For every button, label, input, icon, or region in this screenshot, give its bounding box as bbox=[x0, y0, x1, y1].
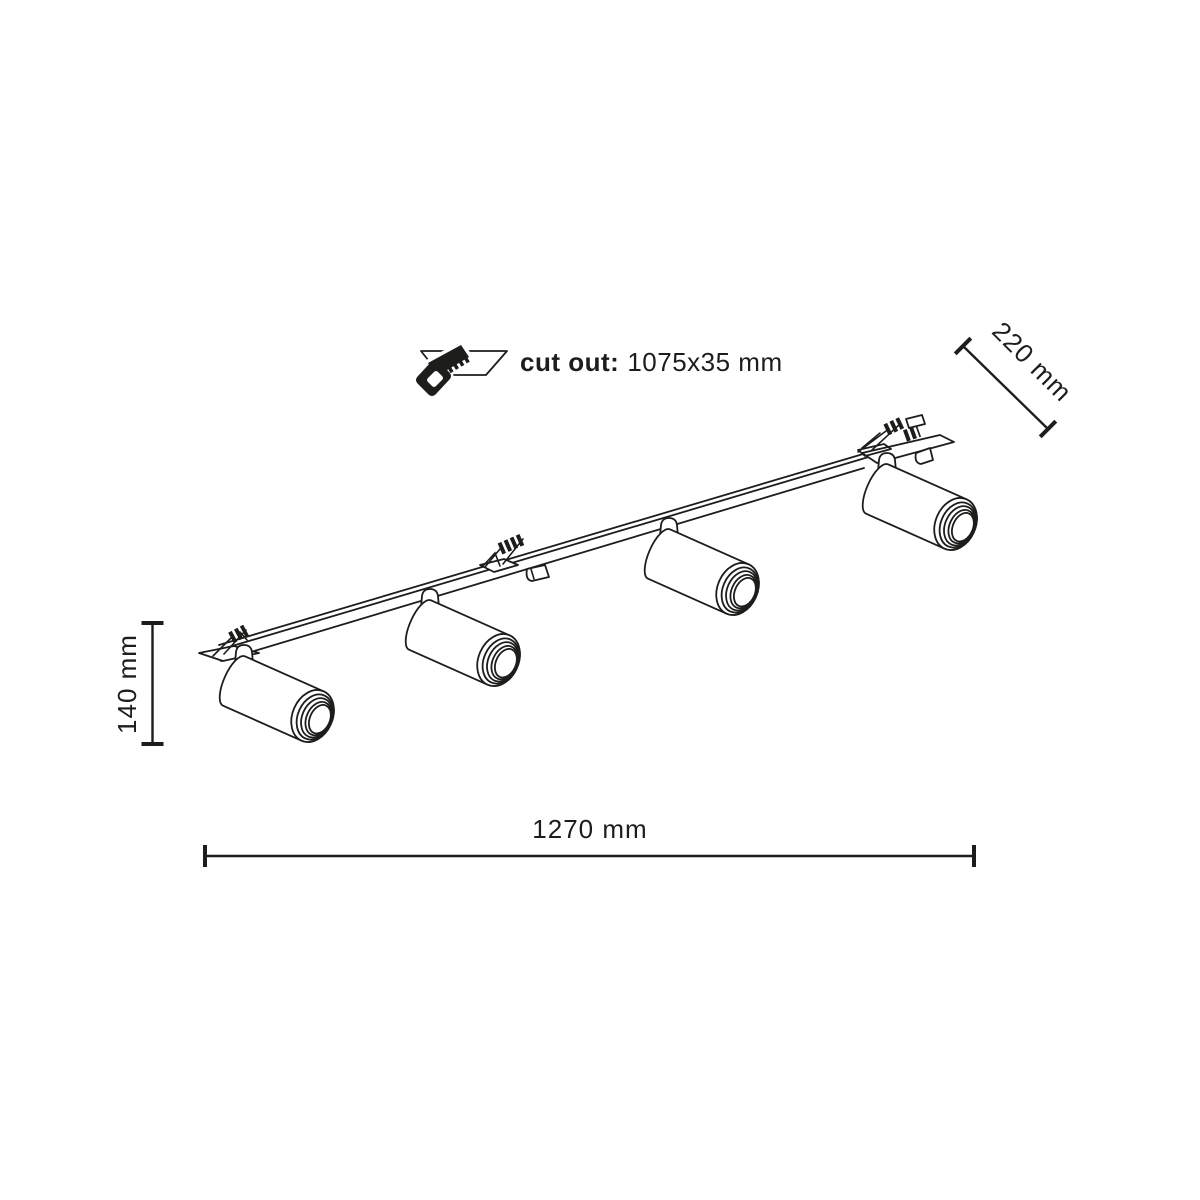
spring-clip-left bbox=[212, 624, 249, 657]
spotlight-1 bbox=[212, 644, 343, 750]
track-tab-fold bbox=[530, 568, 535, 580]
connector-housing bbox=[905, 414, 926, 429]
spring-coil bbox=[228, 624, 249, 644]
dimension-cap bbox=[1038, 419, 1058, 439]
cutout-label: cut out: 1075x35 mm bbox=[520, 347, 783, 377]
dimension-cap bbox=[953, 336, 973, 356]
spotlight-4 bbox=[855, 452, 986, 558]
dimension-line bbox=[962, 345, 1049, 430]
connector-block bbox=[902, 425, 922, 442]
track-top-near-edge bbox=[211, 455, 873, 653]
spring-coil bbox=[497, 533, 526, 555]
track-tab-middle bbox=[525, 564, 550, 582]
dimension-label-height: 140 mm bbox=[112, 634, 142, 734]
track-top-far-edge bbox=[218, 448, 881, 646]
saw-icon bbox=[413, 341, 508, 399]
dimension-depth: 220 mm bbox=[953, 316, 1078, 439]
dimension-label-length: 1270 mm bbox=[532, 814, 647, 844]
spring-coil bbox=[883, 416, 906, 436]
dimension-label-depth: 220 mm bbox=[986, 316, 1078, 408]
cutout-label-prefix: cut out: bbox=[520, 347, 619, 377]
track-bottom-edge bbox=[220, 467, 865, 662]
spring-clip-middle bbox=[479, 533, 526, 573]
dimension-length: 1270 mm bbox=[203, 814, 976, 867]
saw-handle-hole bbox=[427, 371, 443, 387]
cutout-note: cut out: 1075x35 mm bbox=[413, 341, 783, 399]
spotlight-2 bbox=[398, 588, 529, 694]
track-tab-right bbox=[914, 447, 934, 465]
track-profile bbox=[198, 434, 955, 662]
dimension-height: 140 mm bbox=[112, 621, 164, 746]
spotlight-3 bbox=[637, 517, 768, 623]
cutout-label-value: 1075x35 mm bbox=[627, 347, 782, 377]
spring-clip-right bbox=[857, 414, 926, 453]
